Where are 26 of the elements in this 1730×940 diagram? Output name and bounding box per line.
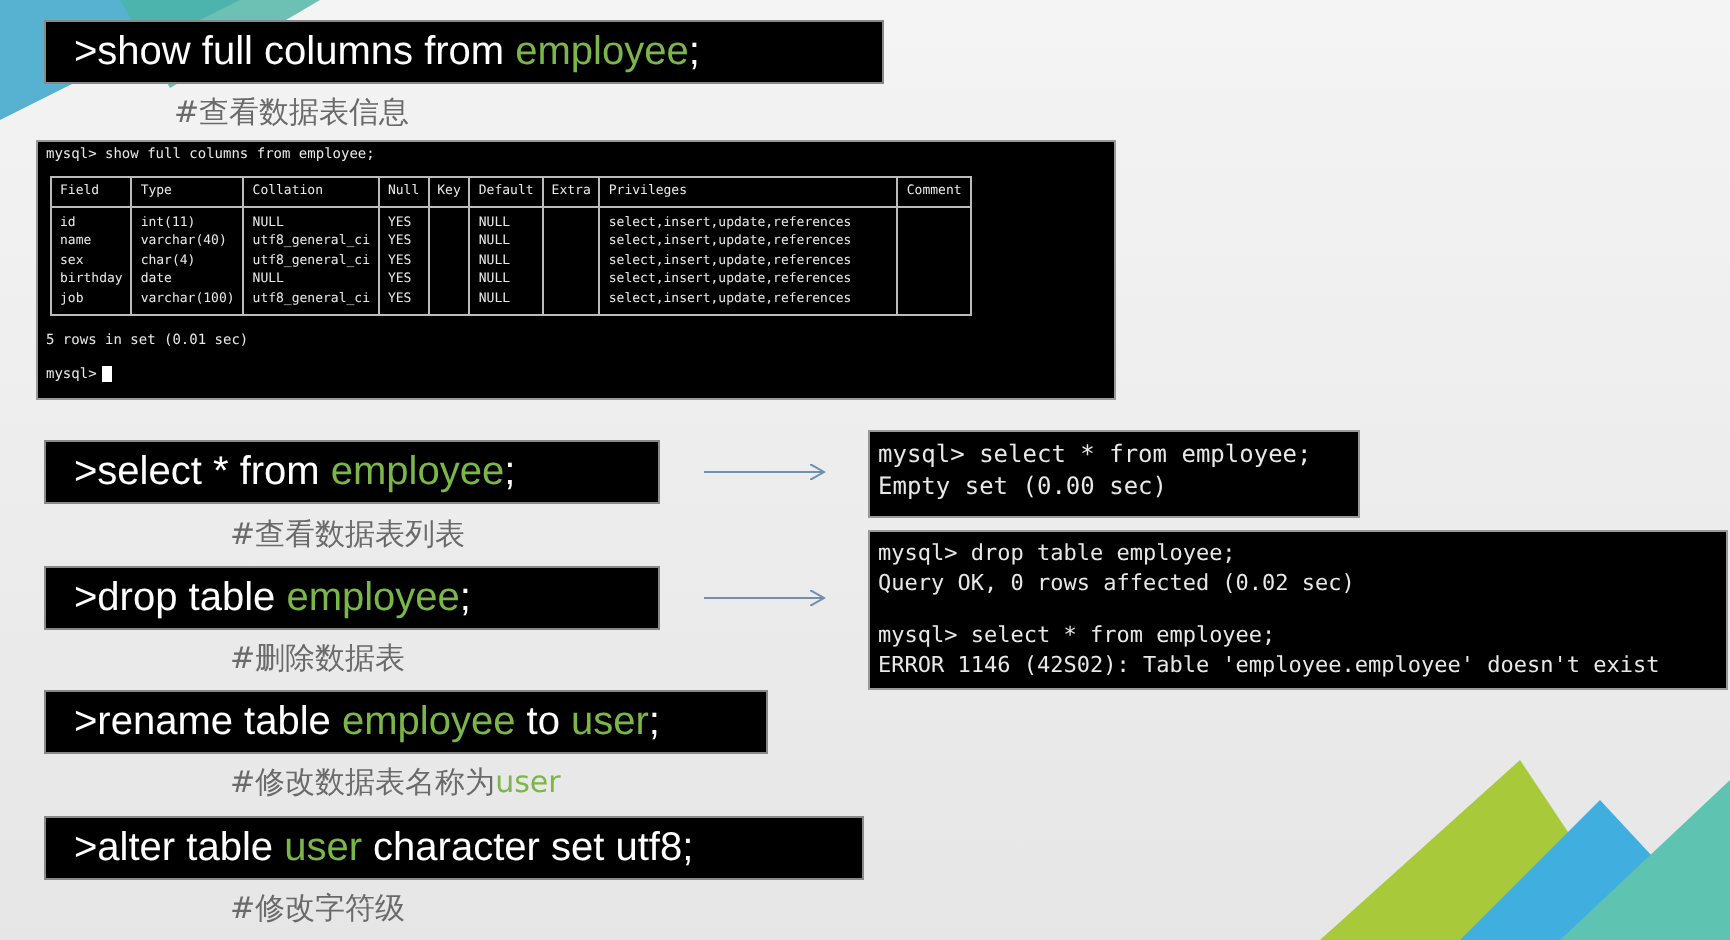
command-bar bbox=[44, 566, 660, 630]
terminal-line: mysql> select * from employee; bbox=[878, 619, 1276, 651]
command-text: >rename table employee to user; bbox=[74, 699, 660, 745]
code-comment: #删除数据表 bbox=[230, 640, 406, 678]
terminal-line: ERROR 1146 (42S02): Table 'employee.employee' doesn't exist bbox=[878, 650, 1660, 682]
command-bar bbox=[44, 20, 884, 84]
terminal-line: Empty set (0.00 sec) bbox=[878, 470, 1167, 503]
code-comment: #查看数据表信息 bbox=[174, 94, 410, 132]
command-text: >show full columns from employee; bbox=[74, 29, 700, 75]
arrow bbox=[703, 589, 825, 607]
terminal-line: mysql> select * from employee; bbox=[878, 438, 1312, 471]
command-bar bbox=[44, 690, 768, 754]
terminal-line: Query OK, 0 rows affected (0.02 sec) bbox=[878, 568, 1355, 600]
terminal-line: mysql> drop table employee; bbox=[878, 538, 1236, 569]
code-comment: #修改字符级 bbox=[230, 890, 406, 928]
terminal-screenshot bbox=[36, 140, 1116, 400]
command-text: >drop table employee; bbox=[74, 575, 471, 621]
terminal-screenshot bbox=[868, 430, 1360, 518]
command-bar bbox=[44, 816, 864, 880]
arrow bbox=[703, 463, 825, 481]
code-comment: #查看数据表列表 bbox=[230, 516, 466, 554]
command-text: >alter table user character set utf8; bbox=[74, 825, 694, 871]
command-text: >select * from employee; bbox=[74, 449, 516, 495]
code-comment: #修改数据表名称为user bbox=[230, 764, 561, 802]
terminal-screenshot bbox=[868, 530, 1728, 690]
command-bar bbox=[44, 440, 660, 504]
